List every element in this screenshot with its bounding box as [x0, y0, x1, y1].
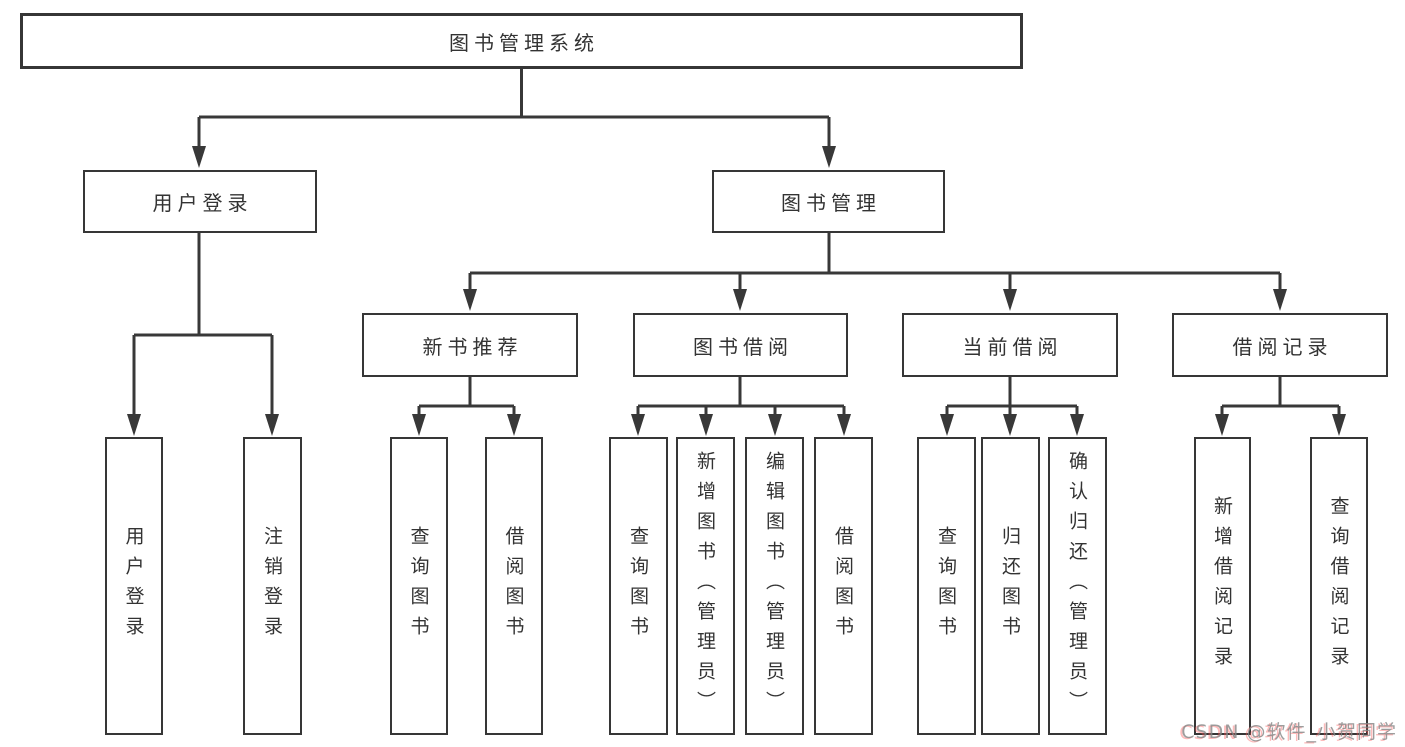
leaf-label: 查询借阅记录 [1327, 496, 1350, 676]
node-label: 当前借阅 [962, 334, 1063, 359]
leaf-edit-book-admin: 编辑图书（管理员） [745, 437, 804, 735]
arrow-down-icon [265, 414, 279, 436]
arrow-down-icon [1003, 289, 1017, 311]
leaf-query-books-recommend: 查询图书 [390, 437, 448, 735]
leaf-label: 确认归还（管理员） [1066, 451, 1088, 721]
node-new-book-recommend: 新书推荐 [362, 313, 578, 377]
arrow-down-icon [192, 146, 206, 168]
leaf-confirm-return-admin: 确认归还（管理员） [1048, 437, 1107, 735]
connector-bookmgmt-to-level3 [468, 233, 1282, 295]
arrow-down-icon [507, 414, 521, 436]
node-user-login: 用户登录 [83, 170, 317, 233]
node-label: 用户登录 [152, 191, 253, 215]
leaf-label: 借阅图书 [832, 526, 854, 646]
arrow-down-icon [1215, 414, 1229, 436]
node-label: 借阅记录 [1232, 334, 1333, 359]
leaf-label: 编辑图书（管理员） [763, 451, 785, 721]
node-book-management: 图书管理 [712, 170, 945, 233]
leaf-logout: 注销登录 [243, 437, 302, 735]
leaf-borrow-books-recommend: 借阅图书 [485, 437, 543, 735]
arrow-down-icon [822, 146, 836, 168]
leaf-label: 查询图书 [627, 526, 649, 646]
arrow-down-icon [412, 414, 426, 436]
csdn-watermark: CSDN @软件_小贺同学 [1181, 721, 1397, 743]
arrow-down-icon [1070, 414, 1084, 436]
arrow-down-icon [699, 414, 713, 436]
leaf-add-borrow-record: 新增借阅记录 [1194, 437, 1251, 735]
leaf-user-login: 用户登录 [105, 437, 163, 735]
arrow-down-icon [940, 414, 954, 436]
connector-userlogin-to-leaves [132, 233, 274, 418]
leaf-query-books-current: 查询图书 [917, 437, 976, 735]
leaf-label: 注销登录 [261, 526, 283, 646]
leaf-add-book-admin: 新增图书（管理员） [676, 437, 735, 735]
connector-root-to-level2 [197, 69, 831, 150]
arrow-down-icon [1003, 414, 1017, 436]
node-label: 图书管理 [781, 191, 881, 215]
arrow-down-icon [733, 289, 747, 311]
arrow-down-icon [1273, 289, 1287, 311]
node-borrowing-records: 借阅记录 [1172, 313, 1388, 377]
arrow-down-icon [1332, 414, 1346, 436]
node-label: 图书借阅 [693, 334, 793, 359]
arrow-down-icon [127, 414, 141, 436]
leaf-return-books: 归还图书 [981, 437, 1040, 735]
leaf-label: 查询图书 [407, 526, 430, 646]
node-current-borrowing: 当前借阅 [902, 313, 1118, 377]
node-book-borrowing: 图书借阅 [633, 313, 848, 377]
leaf-label: 用户登录 [122, 526, 145, 646]
arrow-down-icon [631, 414, 645, 436]
leaf-label: 新增借阅记录 [1211, 496, 1233, 676]
node-label: 图书管理系统 [449, 30, 599, 55]
leaf-label: 新增图书（管理员） [694, 451, 716, 721]
connector-newbook-to-leaves [417, 377, 516, 418]
arrow-down-icon [768, 414, 782, 436]
leaf-label: 归还图书 [999, 526, 1021, 646]
connector-currentborrow-to-leaves [945, 377, 1079, 418]
leaf-query-books-borrowing: 查询图书 [609, 437, 668, 735]
arrow-down-icon [463, 289, 477, 311]
connector-bookborrow-to-leaves [636, 377, 846, 418]
leaf-label: 借阅图书 [502, 526, 525, 646]
connector-records-to-leaves [1220, 377, 1341, 418]
node-label: 新书推荐 [422, 334, 523, 359]
leaf-query-borrow-record: 查询借阅记录 [1310, 437, 1368, 735]
arrow-down-icon [837, 414, 851, 436]
node-library-management-system: 图书管理系统 [20, 13, 1023, 69]
leaf-borrow-books-borrowing: 借阅图书 [814, 437, 873, 735]
leaf-label: 查询图书 [935, 526, 957, 646]
